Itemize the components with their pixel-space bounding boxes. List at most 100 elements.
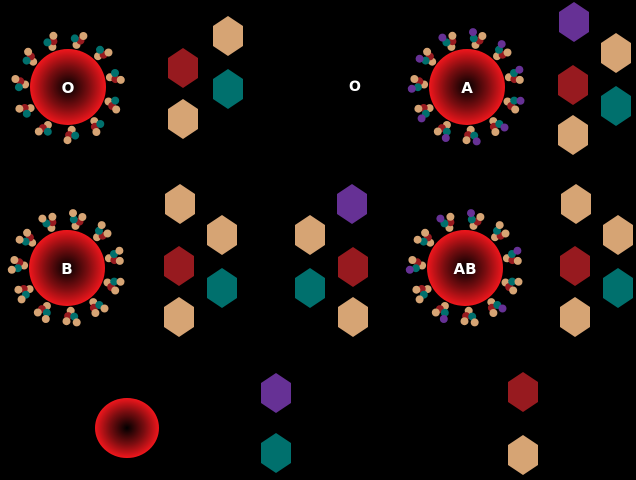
tan-antigen-dot [15, 235, 24, 244]
red-sugar-hexagon [560, 246, 590, 286]
teal-antigen-dot [467, 215, 476, 224]
teal-antigen-dot [508, 277, 517, 286]
antigen-cluster [69, 209, 87, 230]
antigen-cluster [467, 209, 485, 230]
antigen-cluster [413, 228, 435, 247]
teal-antigen-dot [22, 109, 31, 118]
teal-antigen-dot [111, 96, 120, 105]
teal-antigen-dot [70, 34, 79, 43]
blood-cell-b: B [7, 209, 125, 327]
o-antigen-hexagon-group [168, 16, 243, 139]
antigen-cluster [462, 125, 481, 146]
tan-antigen-dot [511, 105, 520, 114]
purple-antigen-dot [436, 214, 445, 223]
teal-antigen-dot [42, 308, 51, 317]
antigen-cluster [15, 228, 37, 247]
antigen-cluster [491, 221, 510, 242]
purple-antigen-dot [417, 114, 426, 123]
red-blood-cell-body [29, 230, 105, 306]
tan-antigen-dot [11, 75, 20, 83]
teal-antigen-dot [419, 237, 428, 246]
antigen-cluster [90, 117, 105, 136]
antigen-cluster [493, 40, 512, 61]
tan-sugar-hexagon [603, 215, 633, 255]
antigen-cluster [14, 285, 34, 304]
teal-antigen-dot [71, 131, 80, 140]
tan-sugar-hexagon [213, 16, 243, 56]
antigen-cluster [415, 47, 437, 66]
blood-cell-a: A [407, 28, 525, 146]
purple-antigen-dot [515, 65, 524, 74]
tan-antigen-dot [69, 209, 77, 218]
antigen-cluster [38, 212, 57, 232]
antigen-cluster [489, 117, 509, 136]
tan-sugar-hexagon [558, 115, 588, 155]
teal-antigen-dot [411, 264, 420, 273]
plain-red-blood-cell [95, 398, 159, 458]
antigen-cluster [62, 306, 81, 327]
antigen-cluster [405, 256, 427, 274]
ab-a-antigen-hexagon-group [295, 184, 368, 337]
tan-antigen-dot [415, 295, 424, 304]
antigen-cluster [501, 277, 523, 295]
tan-antigen-dot [23, 228, 32, 237]
teal-antigen-dot [69, 215, 78, 224]
antigen-cluster [407, 75, 429, 93]
tan-antigen-dot [111, 286, 120, 295]
purple-antigen-dot [516, 96, 525, 105]
purple-antigen-dot [407, 84, 416, 93]
purple-antigen-dot [513, 246, 522, 255]
tan-antigen-dot [423, 47, 432, 56]
tan-antigen-dot [72, 318, 81, 327]
tan-antigen-dot [115, 256, 124, 265]
tan-antigen-dot [79, 32, 88, 40]
tan-antigen-dot [24, 47, 33, 56]
tan-sugar-hexagon [560, 297, 590, 337]
tan-sugar-hexagon [168, 99, 198, 139]
tan-antigen-dot [91, 309, 100, 317]
tan-antigen-dot [495, 221, 504, 230]
tan-antigen-dot [489, 309, 498, 317]
tan-antigen-dot [515, 75, 524, 84]
tan-antigen-dot [478, 32, 487, 40]
teal-antigen-dot [442, 127, 451, 136]
tan-antigen-dot [41, 315, 50, 323]
teal-sugar-hexagon [261, 433, 291, 473]
tan-antigen-dot [116, 75, 125, 84]
tan-sugar-hexagon [165, 184, 195, 224]
tan-antigen-dot [116, 277, 125, 286]
tan-antigen-dot [410, 75, 419, 83]
teal-sugar-hexagon [603, 268, 633, 308]
red-blood-cell-body [427, 230, 503, 306]
teal-antigen-dot [13, 264, 22, 273]
tan-antigen-dot [425, 104, 434, 113]
antigen-cluster [469, 28, 487, 49]
tan-antigen-dot [470, 318, 479, 327]
blood-type-label: O [62, 79, 75, 97]
purple-antigen-dot [497, 40, 506, 49]
tan-antigen-dot [476, 213, 485, 221]
tan-antigen-dot [448, 31, 457, 40]
red-sugar-hexagon [164, 246, 194, 286]
red-sugar-hexagon [558, 65, 588, 105]
purple-sugar-hexagon [261, 373, 291, 413]
teal-antigen-dot [421, 56, 430, 65]
antigen-cluster [34, 121, 52, 136]
teal-antigen-dot [21, 237, 30, 246]
purple-antigen-dot [498, 304, 507, 313]
purple-sugar-hexagon [559, 2, 589, 42]
teal-antigen-dot [469, 34, 478, 43]
teal-sugar-hexagon [207, 268, 237, 308]
antigen-cluster [93, 221, 112, 242]
purple-antigen-dot [415, 54, 424, 63]
tan-antigen-dot [97, 221, 106, 230]
antigen-cluster [89, 298, 109, 317]
tan-antigen-dot [433, 127, 442, 136]
blood-type-label: A [461, 79, 473, 97]
purple-antigen-dot [469, 28, 477, 37]
tan-antigen-dot [62, 317, 71, 326]
antigen-cluster [504, 65, 524, 84]
tan-antigen-dot [513, 256, 522, 265]
